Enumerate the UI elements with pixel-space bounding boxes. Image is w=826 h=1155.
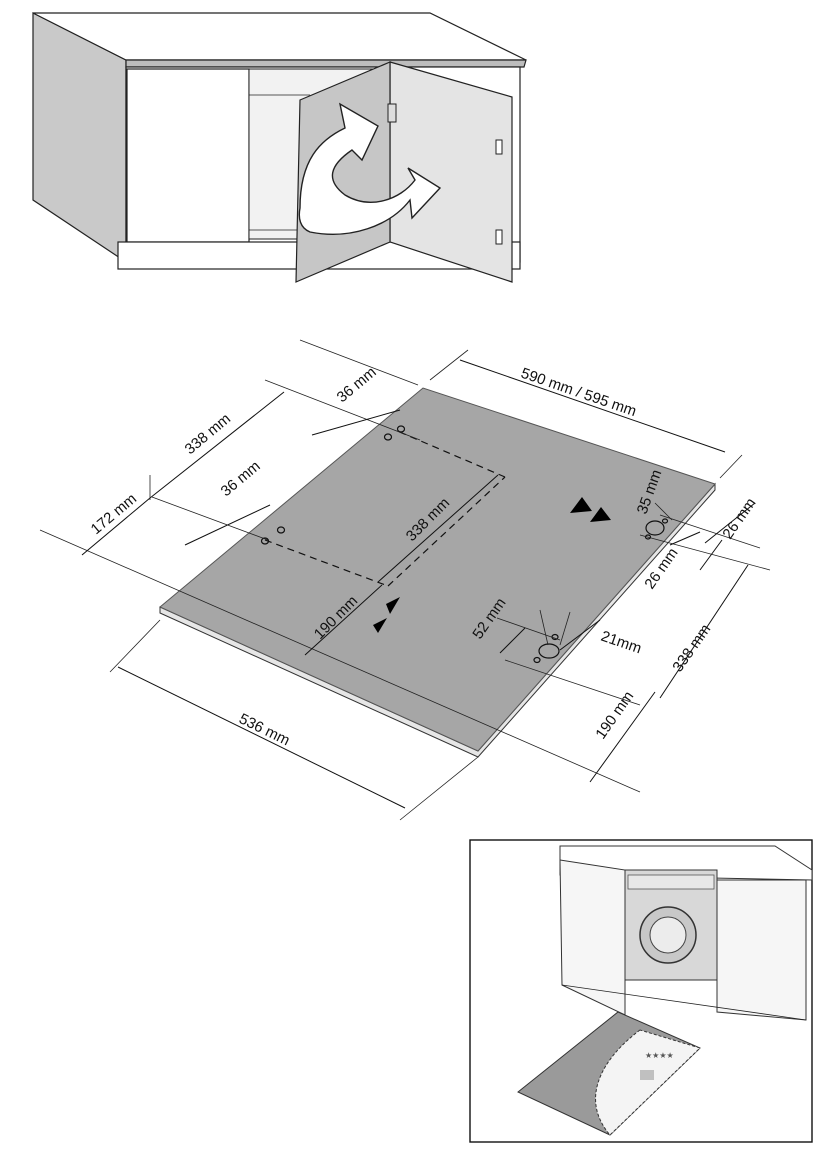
dim-hole-mid: 36 mm (218, 458, 264, 500)
dim-left-pitch: 338 mm (182, 410, 234, 458)
dim-left-outer: 172 mm (88, 490, 140, 538)
dim-right-pitch: 338 mm (669, 621, 714, 675)
dim-width-top: 590 mm / 595 mm (519, 365, 639, 420)
dim-hole-top: 36 mm (334, 364, 380, 406)
dimension-lines (39, 339, 771, 821)
open-door-arrow (298, 102, 442, 235)
dim-depth-left: 536 mm (236, 710, 292, 749)
drilling-template (159, 387, 716, 758)
cabinet-illustration (32, 12, 527, 283)
inset-stars: ★★★★ (645, 1051, 674, 1060)
inset-illustration: ★★★★ (469, 839, 813, 1143)
dim-right-b: 26 mm (719, 495, 759, 542)
dim-center-b: 21mm (599, 628, 644, 658)
